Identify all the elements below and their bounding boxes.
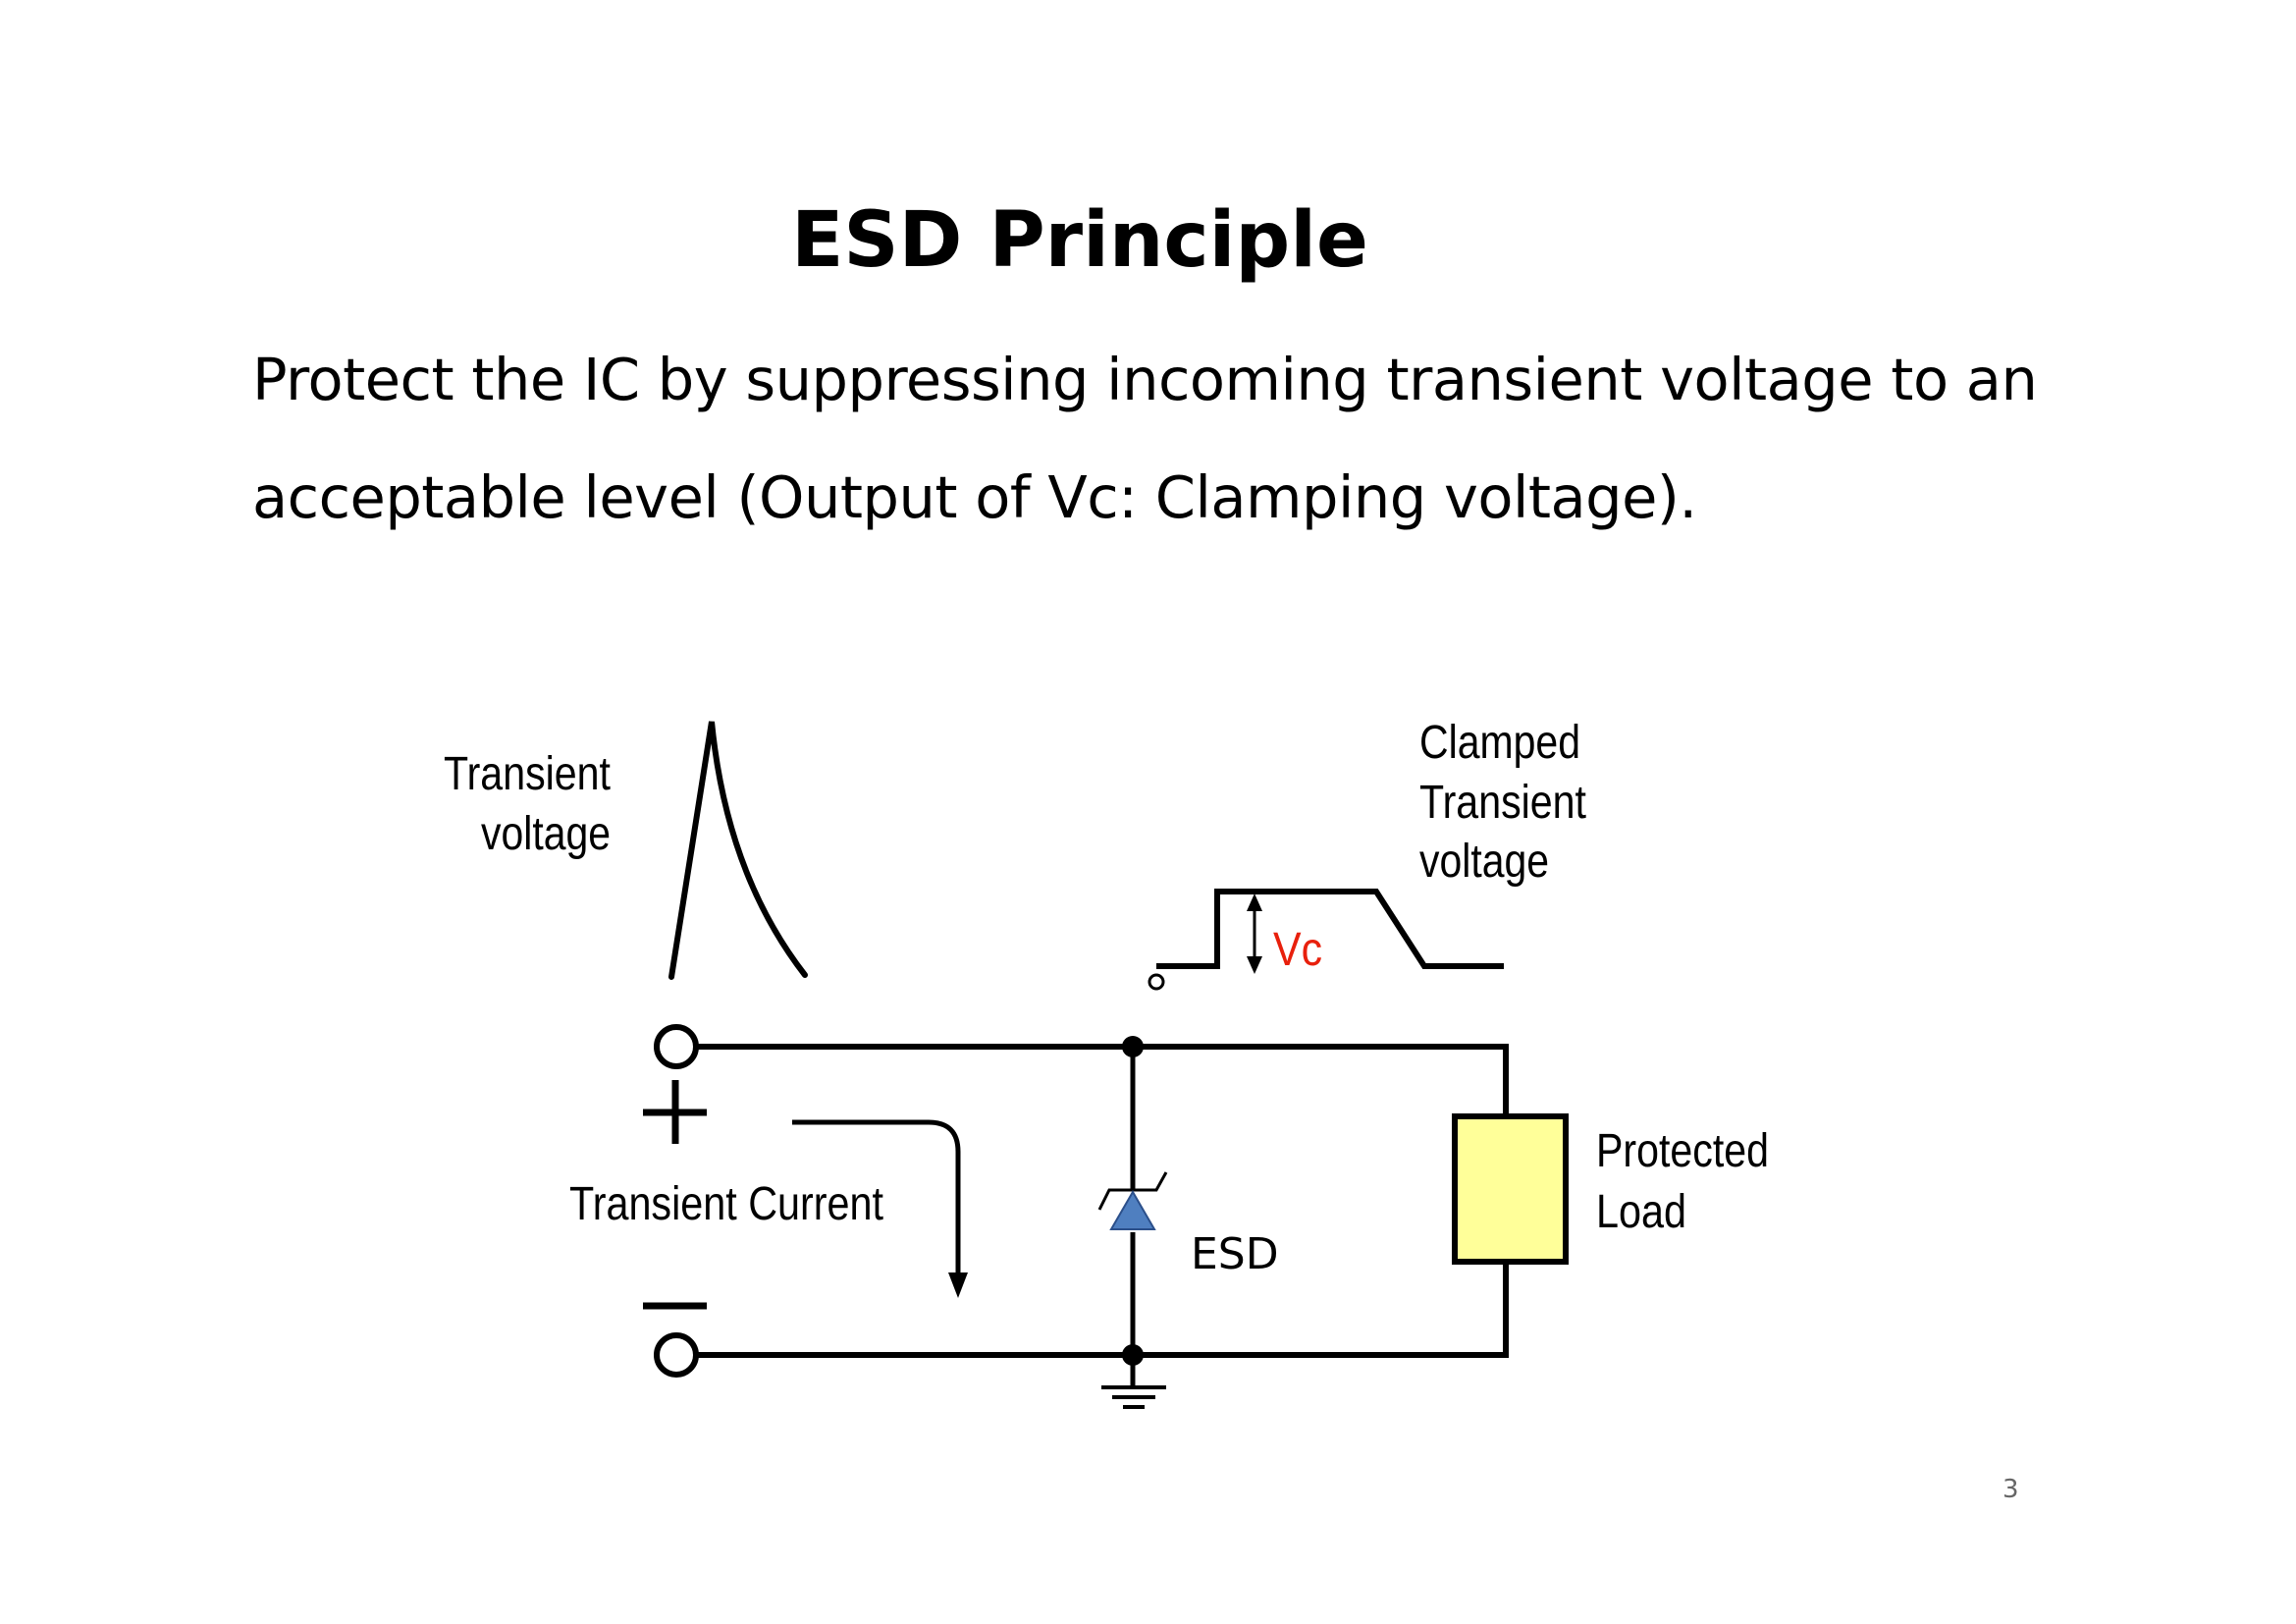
transient-current-arrow [792,1119,961,1276]
esd-label: ESD [1191,1229,1279,1279]
negative-input-terminal [654,1332,699,1378]
vc-arrowhead-down [1247,956,1262,974]
positive-input-terminal [654,1024,699,1069]
body-text-line-1: Protect the IC by suppressing incoming t… [252,346,2038,413]
transient-voltage-label-line-2: voltage [481,808,611,860]
transient-voltage-label-line-1: Transient [444,748,611,800]
clamped-label-line-3: voltage [1419,836,1549,888]
protected-load-label-line-1: Protected [1596,1125,1769,1177]
vc-arrowhead-up [1247,893,1262,911]
transient-current-arrowhead [948,1272,968,1298]
vc-label: Vc [1273,924,1322,976]
protected-load-box [1452,1113,1569,1265]
zener-bar [1097,1171,1168,1211]
ground-icon [1101,1385,1166,1409]
transient-voltage-waveform [668,721,808,980]
transient-current-label: Transient Current [569,1178,883,1230]
clamped-label-line-2: Transient [1419,777,1586,829]
body-text-line-2: acceptable level (Output of Vc: Clamping… [252,463,1697,531]
clamped-label-line-1: Clamped [1419,717,1580,769]
clamped-waveform-terminal [1148,973,1165,991]
slide-title: ESD Principle [791,196,1368,285]
page-number: 3 [2002,1475,2019,1504]
esd-diode-icon [1109,1190,1156,1230]
clamped-voltage-waveform [1156,889,1504,969]
protected-load-label-line-2: Load [1596,1186,1686,1238]
